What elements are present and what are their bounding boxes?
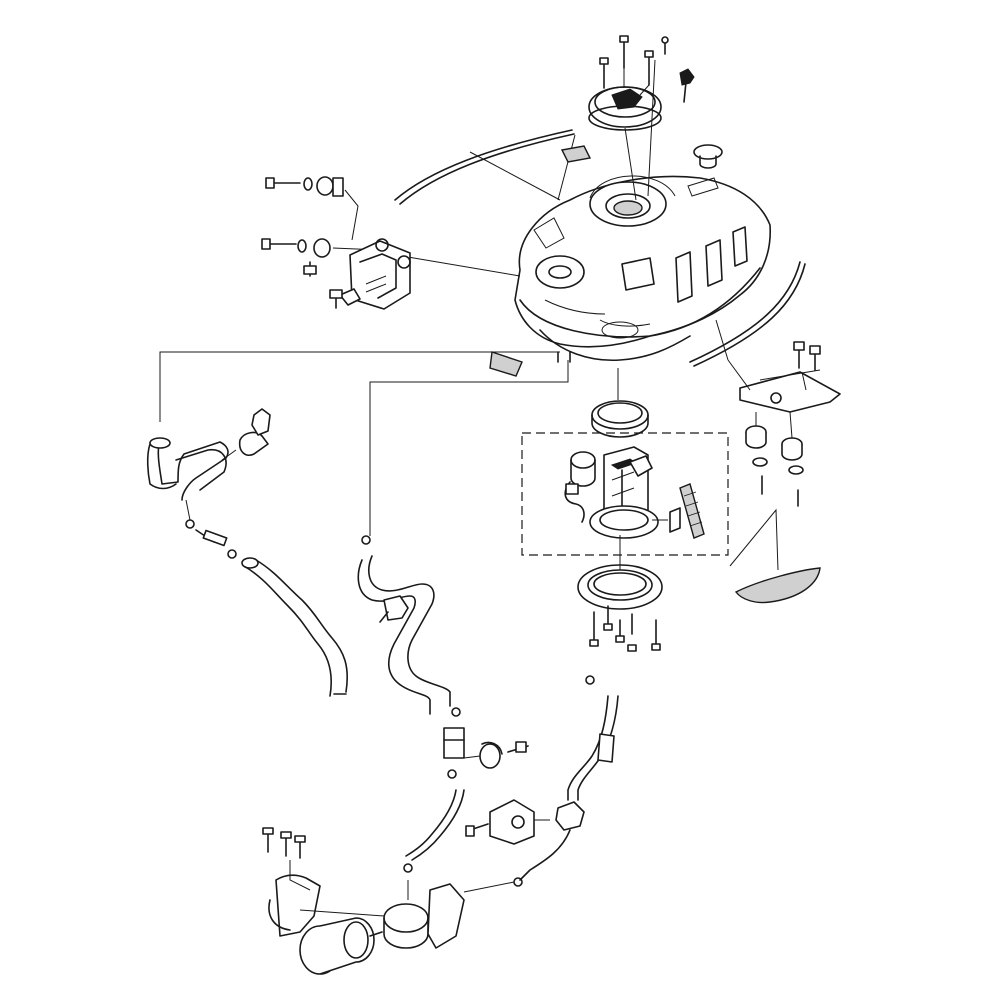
key-icon [679, 68, 695, 103]
fuel-hose-center [357, 535, 451, 715]
flange-bolts [589, 605, 661, 652]
rear-tank-bracket [715, 319, 841, 413]
pump-assembly-frame [521, 432, 729, 556]
canister-bracket [268, 860, 321, 937]
fuel-filter [405, 707, 465, 861]
pump-flange [577, 535, 663, 610]
mount-bracket [465, 799, 550, 845]
hose-clip [221, 408, 271, 461]
vent-hose-right [519, 675, 619, 881]
breather-hose-lower [185, 499, 348, 697]
hose-clamp-bracket [463, 741, 529, 769]
canister-holder [383, 863, 523, 949]
rubber-plate [489, 351, 523, 377]
canister-bolts [262, 827, 306, 859]
filler-cap [588, 86, 662, 131]
tank-bracket [303, 238, 411, 310]
tank-mount-bolts [261, 176, 521, 277]
heat-shield [729, 508, 821, 604]
fuel-pump-assembly [564, 446, 705, 539]
fuel-tank [514, 175, 771, 362]
charcoal-canister [299, 909, 385, 975]
cap-bolts [599, 35, 669, 96]
breather-hose-upper [146, 437, 229, 501]
rear-mount-grommets [745, 411, 804, 507]
pump-gasket [591, 368, 649, 438]
